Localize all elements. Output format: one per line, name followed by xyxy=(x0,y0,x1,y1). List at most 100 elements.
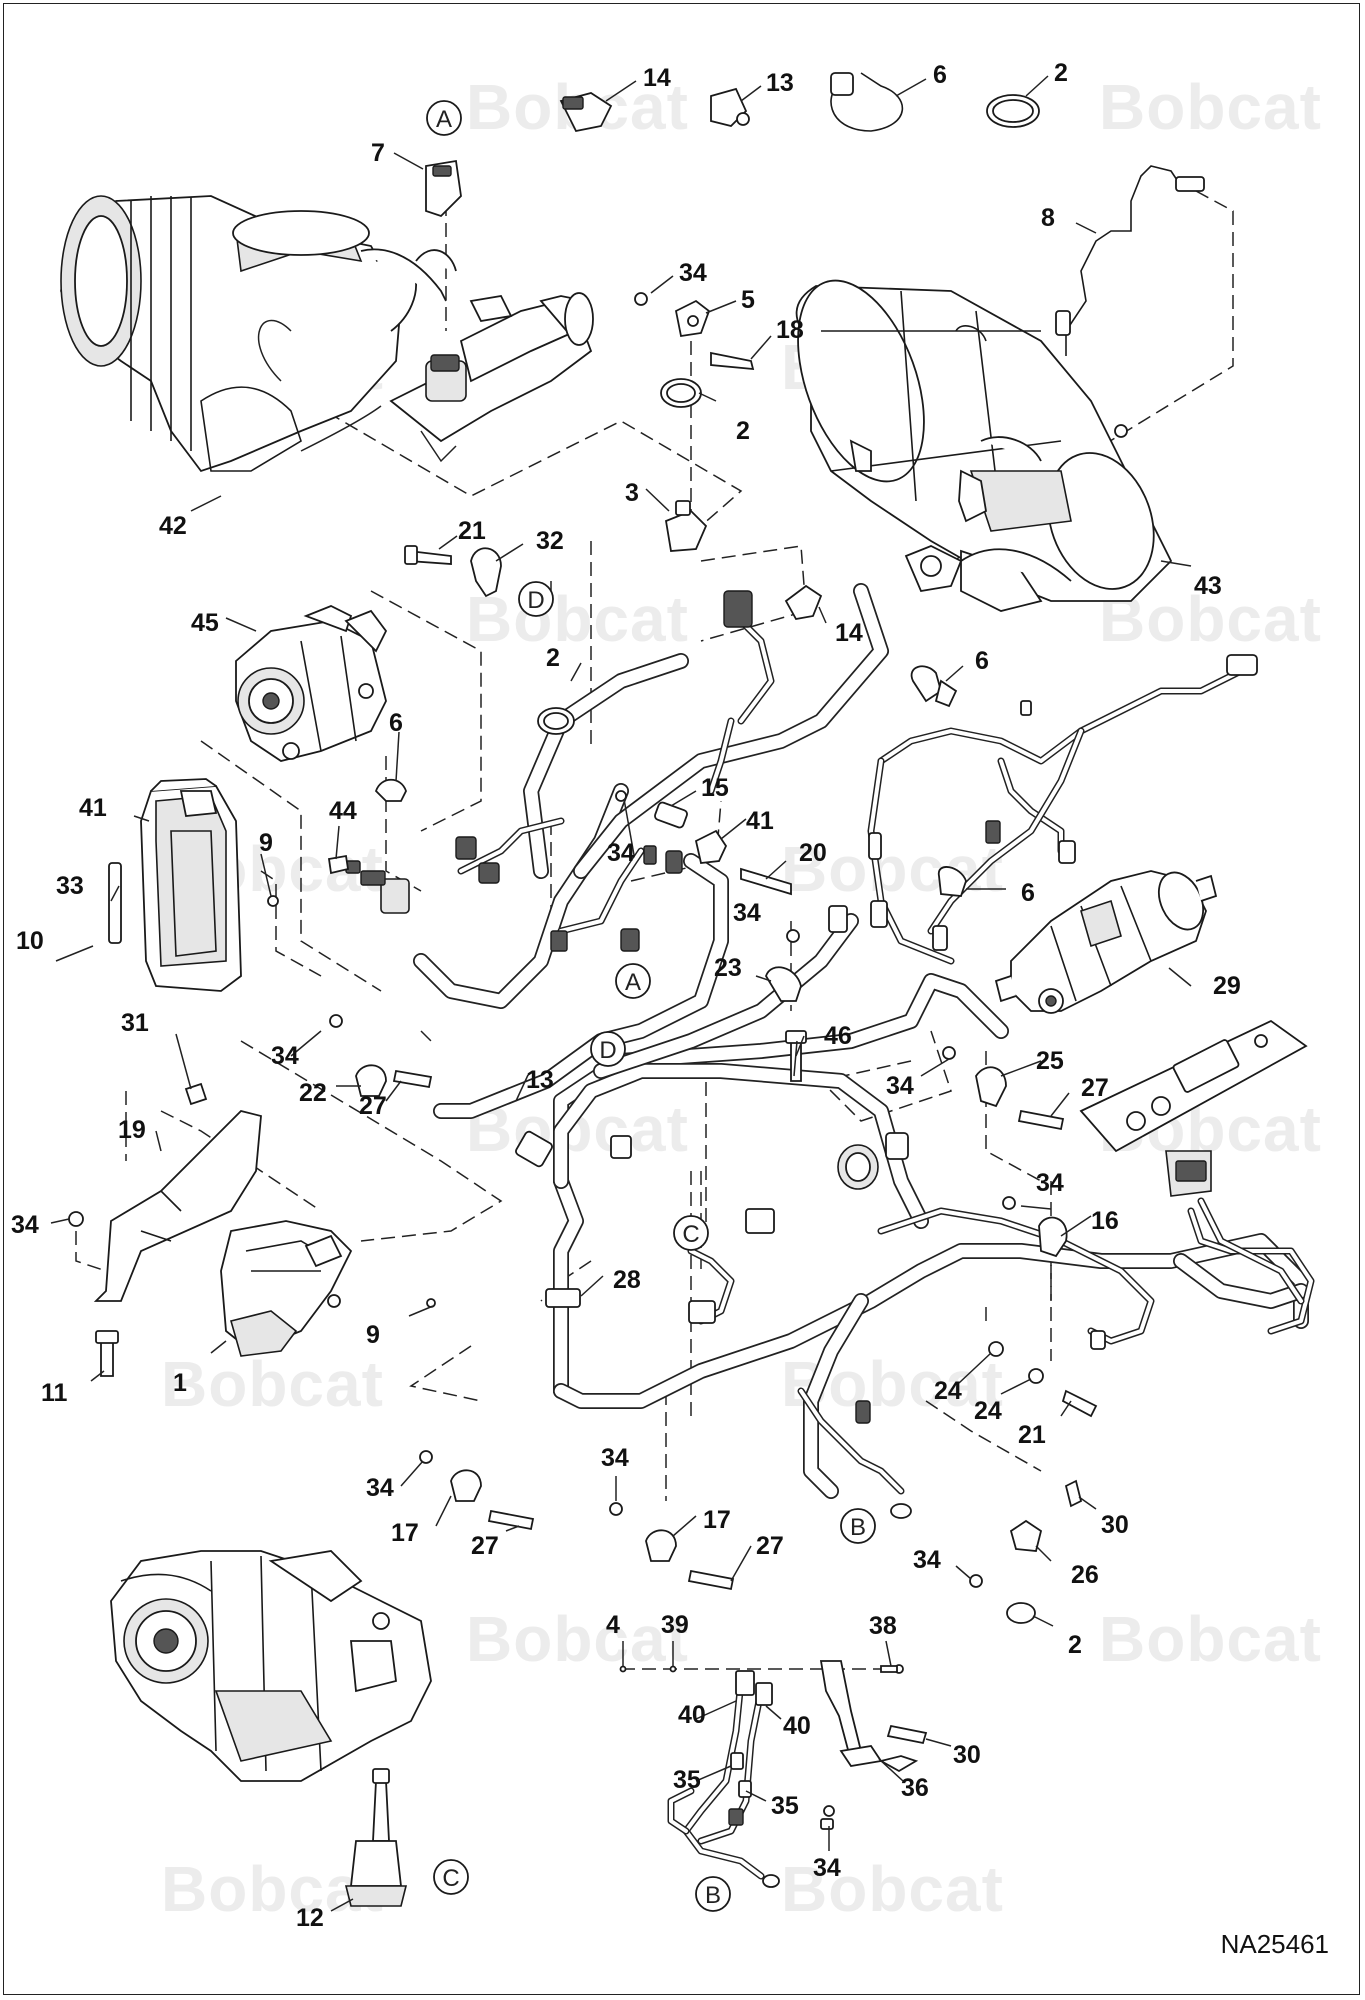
callout-41: 41 xyxy=(746,807,774,835)
svg-text:D: D xyxy=(599,1037,616,1064)
watermark: Bobcat xyxy=(466,583,689,655)
air-cleaner xyxy=(60,195,594,473)
callout-46: 29 xyxy=(1213,972,1241,1000)
callout-14: 14 xyxy=(835,619,863,647)
reference-circles: A D A D C B C B xyxy=(426,100,876,1912)
callout-34: 34 xyxy=(1036,1169,1064,1197)
callout-13: 13 xyxy=(766,69,794,97)
callout-36: 35 xyxy=(673,1766,701,1794)
callout-19: 27 xyxy=(756,1532,784,1560)
engine-control-unit xyxy=(108,778,279,992)
callout-34: 34 xyxy=(366,1474,394,1502)
callout-34: 34 xyxy=(607,839,635,867)
watermark: Bobcat xyxy=(466,1603,689,1675)
callout-5: 5 xyxy=(741,286,755,314)
callout-34: 34 xyxy=(913,1546,941,1574)
callout-28: 16 xyxy=(1091,1207,1119,1235)
alternator xyxy=(235,605,388,762)
callout-44: 41 xyxy=(79,794,107,822)
document-id: NA25461 xyxy=(1220,1929,1329,1959)
svg-text:C: C xyxy=(442,1865,459,1892)
reference-circle-a: A xyxy=(426,100,462,136)
diagram-frame: Bobcat Bobcat Bobcat Bobcat Bobcat Bobca… xyxy=(3,3,1360,1995)
callout-31: 25 xyxy=(1036,1047,1064,1075)
lower-harness-assembly xyxy=(619,1660,919,1888)
callout-38: 39 xyxy=(661,1611,689,1639)
callout-30: 17 xyxy=(391,1519,419,1547)
callout-14: 14 xyxy=(643,64,671,92)
callout-34: 34 xyxy=(679,259,707,287)
callout-34: 34 xyxy=(601,1444,629,1472)
callout-34: 34 xyxy=(271,1042,299,1070)
callout-19: 27 xyxy=(1081,1074,1109,1102)
callout-29: 23 xyxy=(714,954,742,982)
callout-3: 3 xyxy=(625,479,639,507)
callout-23: 10 xyxy=(16,927,44,955)
svg-text:B: B xyxy=(850,1514,866,1541)
hardware-parts xyxy=(68,72,1205,1817)
watermark: Bobcat xyxy=(1099,1603,1322,1675)
callout-20: 20 xyxy=(799,839,827,867)
reference-circle-a: A xyxy=(615,963,651,999)
watermark: Bobcat xyxy=(1099,71,1322,143)
callout-35: 40 xyxy=(783,1712,811,1740)
leader-lines xyxy=(50,75,1192,1912)
callout-21: 21 xyxy=(458,517,486,545)
watermark: Bobcat xyxy=(781,833,1004,905)
callout-1: 28 xyxy=(613,1266,641,1294)
reference-circle-d: D xyxy=(590,1031,626,1067)
reference-circle-c: C xyxy=(673,1215,709,1251)
exhaust-aftertreatment xyxy=(795,279,1173,612)
callout-10: 33 xyxy=(56,872,84,900)
callout-45: 45 xyxy=(191,609,219,637)
callout-22: 31 xyxy=(121,1009,149,1037)
svg-text:B: B xyxy=(705,1882,721,1909)
callout-39: 4 xyxy=(606,1611,620,1639)
callout-32: 32 xyxy=(536,527,564,555)
callout-11: 1 xyxy=(173,1369,187,1397)
reference-circle-b: B xyxy=(695,1876,731,1912)
callout-27: 22 xyxy=(299,1079,327,1107)
callout-25: 46 xyxy=(824,1022,852,1050)
callout-17: 24 xyxy=(934,1377,962,1405)
callout-6: 6 xyxy=(1021,879,1035,907)
callout-6: 6 xyxy=(933,61,947,89)
callout-43: 43 xyxy=(1194,572,1222,600)
callout-33: 9 xyxy=(259,829,273,857)
svg-text:D: D xyxy=(527,587,544,614)
svg-text:A: A xyxy=(436,106,452,133)
callout-34: 34 xyxy=(733,899,761,927)
callout-26: 30 xyxy=(953,1741,981,1769)
watermark: Bobcat xyxy=(781,1853,1004,1925)
callout-labels: 14 13 6 2 7 8 34 5 18 2 42 3 21 32 43 14… xyxy=(11,59,1241,1932)
starter-motor xyxy=(994,870,1218,1014)
callout-40: 38 xyxy=(869,1612,897,1640)
callout-13: 13 xyxy=(526,1066,554,1094)
callout-15: 15 xyxy=(701,774,729,802)
callout-8: 8 xyxy=(1041,204,1055,232)
callout-26: 30 xyxy=(1101,1511,1129,1539)
svg-text:C: C xyxy=(682,1221,699,1248)
gasket-plate xyxy=(1079,1019,1308,1197)
callout-18: 18 xyxy=(776,316,804,344)
callout-33: 9 xyxy=(366,1321,380,1349)
callout-35: 40 xyxy=(678,1701,706,1729)
callout-2: 2 xyxy=(546,644,560,672)
engine-block xyxy=(110,1550,432,1782)
callout-2: 2 xyxy=(1068,1631,1082,1659)
callout-21: 21 xyxy=(1018,1421,1046,1449)
oil-level-sensor xyxy=(344,1768,408,1907)
svg-text:A: A xyxy=(625,969,641,996)
callout-6: 6 xyxy=(975,647,989,675)
watermark: Bobcat xyxy=(161,1853,384,1925)
callout-19: 27 xyxy=(471,1532,499,1560)
callout-36: 35 xyxy=(771,1792,799,1820)
callout-34: 34 xyxy=(813,1854,841,1882)
callout-4: 26 xyxy=(1071,1561,1099,1589)
callout-12: 12 xyxy=(296,1904,324,1932)
reference-circle-b: B xyxy=(840,1508,876,1544)
callout-6: 6 xyxy=(389,709,403,737)
reference-circle-d: D xyxy=(518,581,554,617)
bracket-and-module xyxy=(93,1110,353,1357)
callout-24: 11 xyxy=(41,1379,68,1407)
